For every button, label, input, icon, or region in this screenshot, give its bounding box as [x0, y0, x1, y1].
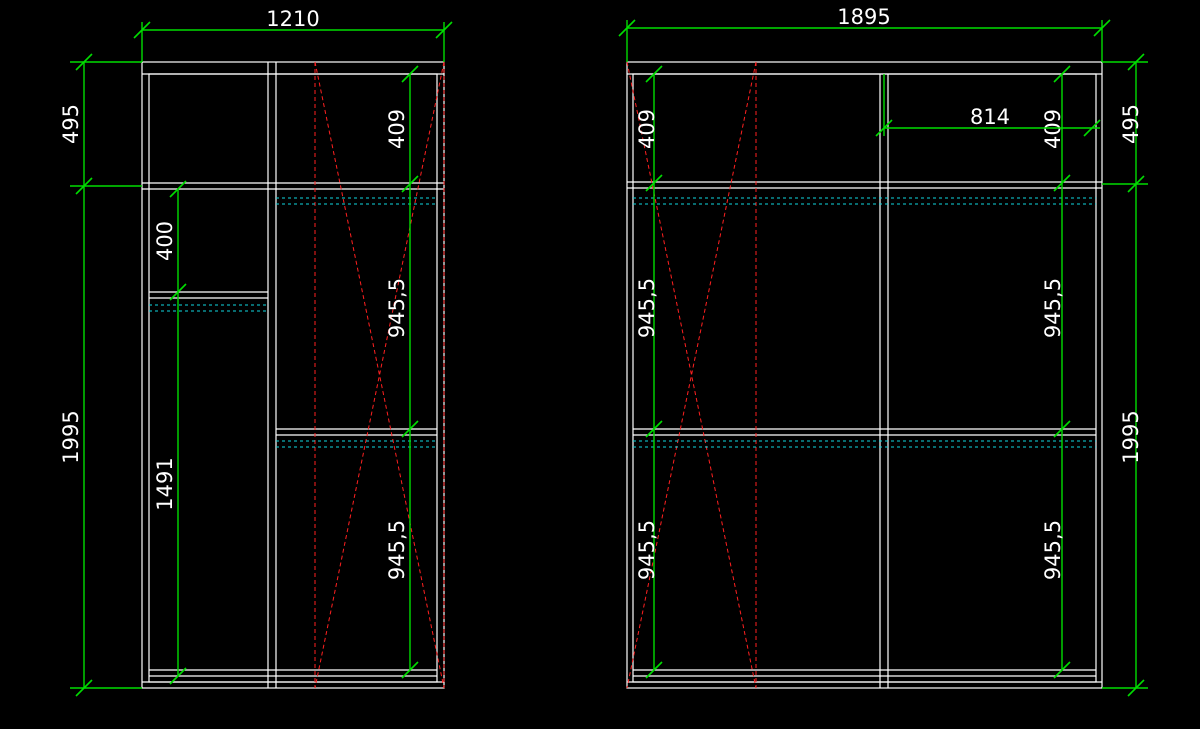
right-cabinet-rail-hidden-lines — [633, 197, 1096, 448]
right-cabinet-door-hidden-lines — [626, 61, 757, 689]
left-total-height-label: 1995 — [59, 410, 83, 463]
left-height-dimension: 495 1995 — [59, 53, 142, 697]
left-right-section-dimension: 409 945,5 945,5 — [385, 65, 419, 679]
right-cabinet-frame — [626, 61, 1103, 689]
right-cabinet: 1895 495 1995 409 945,5 945,5 — [618, 5, 1148, 697]
right-left-middle-label: 945,5 — [635, 278, 659, 338]
right-right-section-dimension: 409 945,5 945,5 — [1041, 65, 1071, 679]
right-total-height-label: 1995 — [1119, 410, 1143, 463]
left-cabinet-frame — [141, 61, 445, 689]
right-right-middle-label: 945,5 — [1041, 278, 1065, 338]
left-upper-shelf-label: 400 — [153, 221, 177, 261]
left-width-label: 1210 — [266, 7, 319, 31]
right-width-label: 1895 — [837, 5, 890, 29]
right-left-section-dimension: 409 945,5 945,5 — [635, 65, 663, 679]
right-right-lower-label: 945,5 — [1041, 520, 1065, 580]
left-middle-section-label: 945,5 — [385, 278, 409, 338]
right-width-dimension: 1895 — [618, 5, 1111, 62]
left-width-dimension: 1210 — [133, 7, 453, 62]
right-top-left-label: 409 — [635, 109, 659, 149]
left-top-height-label: 495 — [59, 104, 83, 144]
right-height-dimension: 495 1995 — [1102, 53, 1148, 697]
left-cabinet-door-hidden-lines — [314, 61, 445, 689]
left-top-compartment-label: 409 — [385, 109, 409, 149]
left-rail-compartment-label: 1491 — [153, 457, 177, 510]
left-cabinet: 1210 495 1995 400 1491 — [59, 7, 453, 697]
left-inner-vertical-dimension: 400 1491 — [153, 180, 187, 685]
left-lower-section-label: 945,5 — [385, 520, 409, 580]
right-top-height-label: 495 — [1119, 104, 1143, 144]
right-top-right-width-label: 814 — [970, 105, 1010, 129]
right-top-right-label: 409 — [1041, 109, 1065, 149]
right-left-lower-label: 945,5 — [635, 520, 659, 580]
right-top-width-dimension: 814 — [875, 74, 1101, 137]
